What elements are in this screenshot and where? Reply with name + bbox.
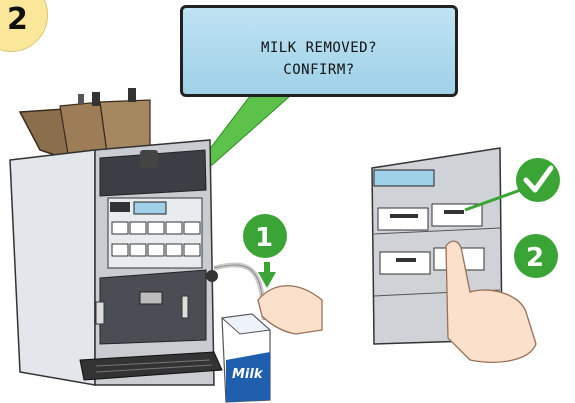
callout-2: 2	[514, 234, 558, 278]
coffee-machine	[10, 140, 222, 385]
milk-carton-label: Milk	[232, 367, 264, 382]
callout-1: 1	[243, 214, 287, 258]
display-line-2: CONFIRM?	[183, 62, 455, 78]
callout-2-number: 2	[526, 243, 544, 273]
lcd-display: MILK REMOVED? CONFIRM?	[180, 5, 458, 97]
display-line-1: MILK REMOVED?	[183, 40, 455, 56]
check-icon	[516, 158, 560, 202]
milk-tube	[214, 265, 264, 320]
milk-carton: Milk	[222, 314, 270, 402]
callout-1-number: 1	[255, 223, 273, 253]
hand-illustration	[258, 286, 322, 334]
step-number: 2	[7, 5, 28, 35]
